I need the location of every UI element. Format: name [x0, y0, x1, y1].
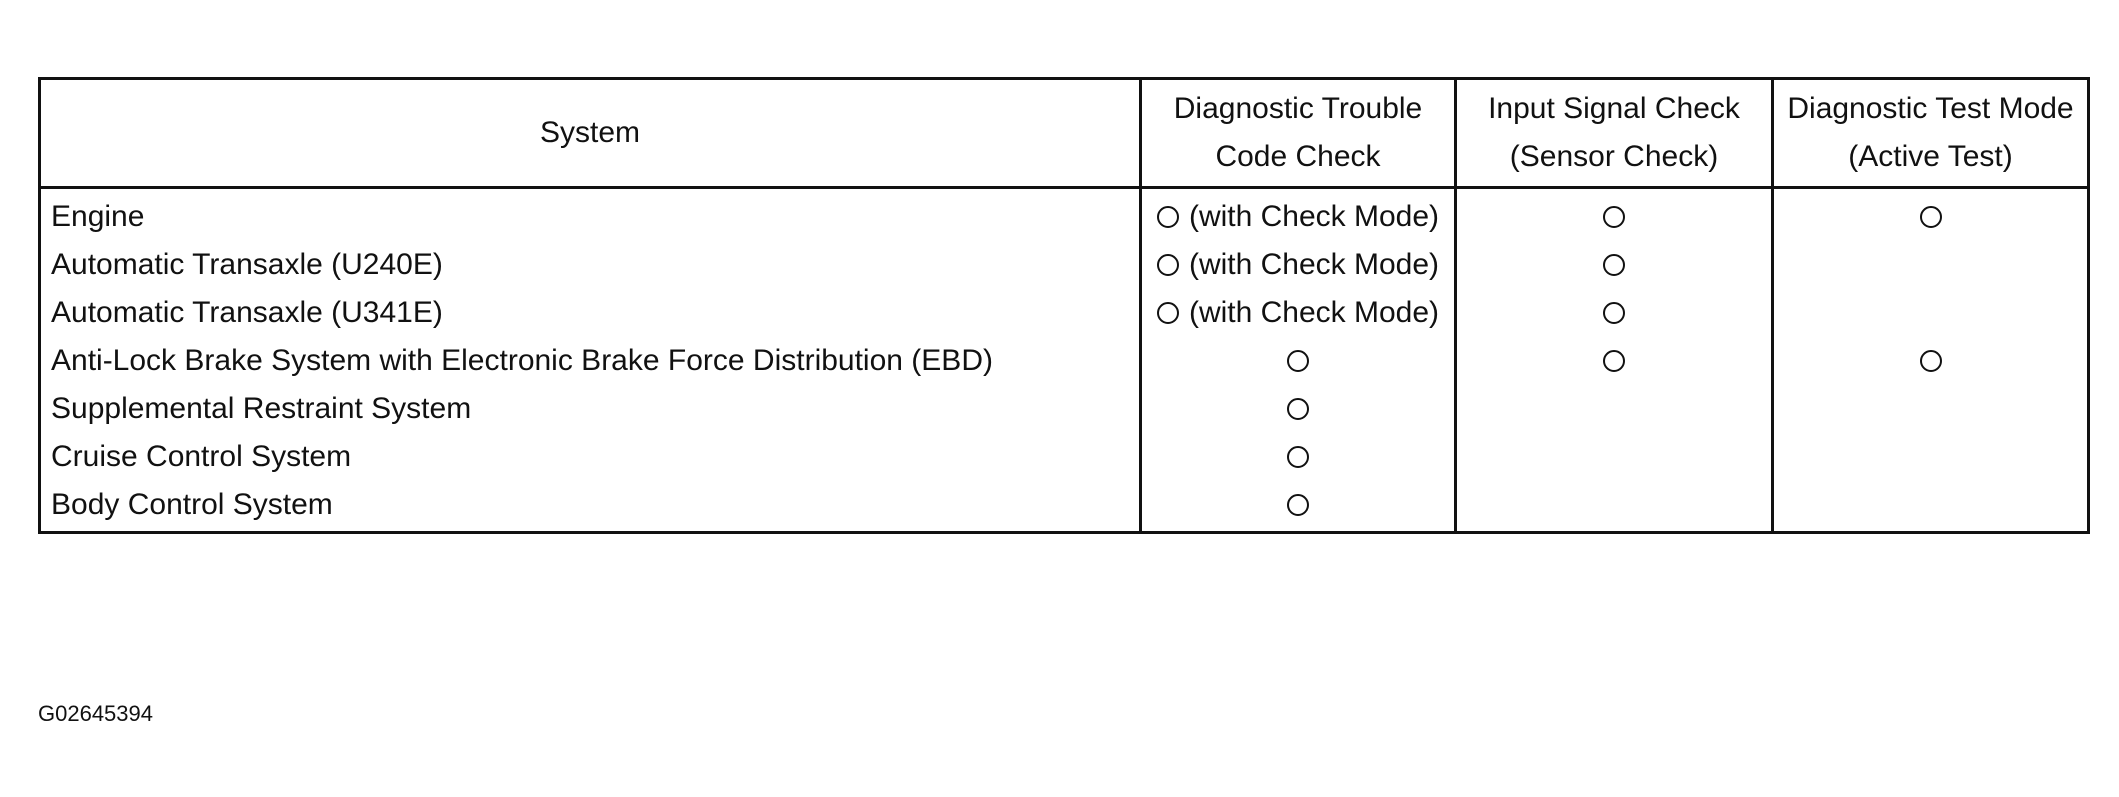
- active-cell: [1771, 433, 2089, 481]
- active-cell: [1771, 187, 2089, 241]
- input-cell: [1454, 289, 1773, 337]
- table-header-row: System Diagnostic Trouble Code Check Inp…: [39, 78, 2089, 189]
- system-cell: Body Control System: [51, 488, 333, 521]
- dtc-cell: (with Check Mode): [1139, 289, 1456, 337]
- dtc-note: (with Check Mode): [1156, 193, 1440, 241]
- circle-icon: [1287, 350, 1309, 372]
- table-row: Engine (with Check Mode): [40, 187, 2089, 241]
- active-cell: [1771, 337, 2089, 385]
- table-row: Supplemental Restraint System: [40, 385, 2089, 433]
- dtc-cell: [1139, 385, 1456, 433]
- circle-icon: [1603, 302, 1625, 324]
- header-active-test: Diagnostic Test Mode (Active Test): [1771, 78, 2089, 189]
- system-cell: Engine: [51, 200, 145, 233]
- header-input-signal-check: Input Signal Check (Sensor Check): [1454, 78, 1773, 189]
- figure-id: G02645394: [38, 701, 153, 726]
- circle-icon: [1287, 446, 1309, 468]
- dtc-cell: (with Check Mode): [1139, 241, 1456, 289]
- active-cell: [1771, 385, 2089, 433]
- input-cell: [1454, 337, 1773, 385]
- circle-icon: [1156, 254, 1179, 276]
- circle-icon: [1156, 206, 1179, 228]
- input-cell: [1454, 433, 1773, 481]
- dtc-note-text: (with Check Mode): [1188, 296, 1440, 329]
- circle-icon: [1603, 254, 1625, 276]
- dtc-cell: (with Check Mode): [1139, 187, 1456, 241]
- diagnostic-function-table: System Diagnostic Trouble Code Check Inp…: [38, 77, 2090, 534]
- table-row: Body Control System: [40, 481, 2089, 533]
- circle-icon: [1603, 350, 1625, 372]
- circle-icon: [1919, 206, 1942, 228]
- header-dtc-check: Diagnostic Trouble Code Check: [1139, 78, 1456, 189]
- dtc-note-text: (with Check Mode): [1188, 248, 1440, 281]
- input-cell: [1454, 187, 1773, 241]
- circle-icon: [1287, 398, 1309, 420]
- input-cell: [1454, 385, 1773, 433]
- circle-icon: [1156, 302, 1179, 324]
- circle-icon: [1287, 494, 1309, 516]
- dtc-note-text: (with Check Mode): [1188, 200, 1440, 233]
- input-cell: [1454, 241, 1773, 289]
- system-cell: Automatic Transaxle (U240E): [51, 248, 443, 281]
- table-row: Automatic Transaxle (U341E) (with Check …: [40, 289, 2089, 337]
- active-cell: [1771, 289, 2089, 337]
- system-cell: Anti-Lock Brake System with Electronic B…: [51, 344, 993, 377]
- table-row: Cruise Control System: [40, 433, 2089, 481]
- dtc-note: (with Check Mode): [1156, 289, 1440, 337]
- circle-icon: [1603, 206, 1625, 228]
- system-cell: Supplemental Restraint System: [51, 392, 472, 425]
- header-system: System: [39, 78, 1141, 189]
- input-cell: [1454, 481, 1773, 533]
- dtc-cell: [1139, 337, 1456, 385]
- circle-icon: [1919, 350, 1942, 372]
- table-row: Automatic Transaxle (U240E) (with Check …: [40, 241, 2089, 289]
- dtc-cell: [1139, 481, 1456, 533]
- system-cell: Automatic Transaxle (U341E): [51, 296, 443, 329]
- active-cell: [1771, 241, 2089, 289]
- system-cell: Cruise Control System: [51, 440, 352, 473]
- dtc-note: (with Check Mode): [1156, 241, 1440, 289]
- table-row: Anti-Lock Brake System with Electronic B…: [40, 337, 2089, 385]
- dtc-cell: [1139, 433, 1456, 481]
- active-cell: [1771, 481, 2089, 533]
